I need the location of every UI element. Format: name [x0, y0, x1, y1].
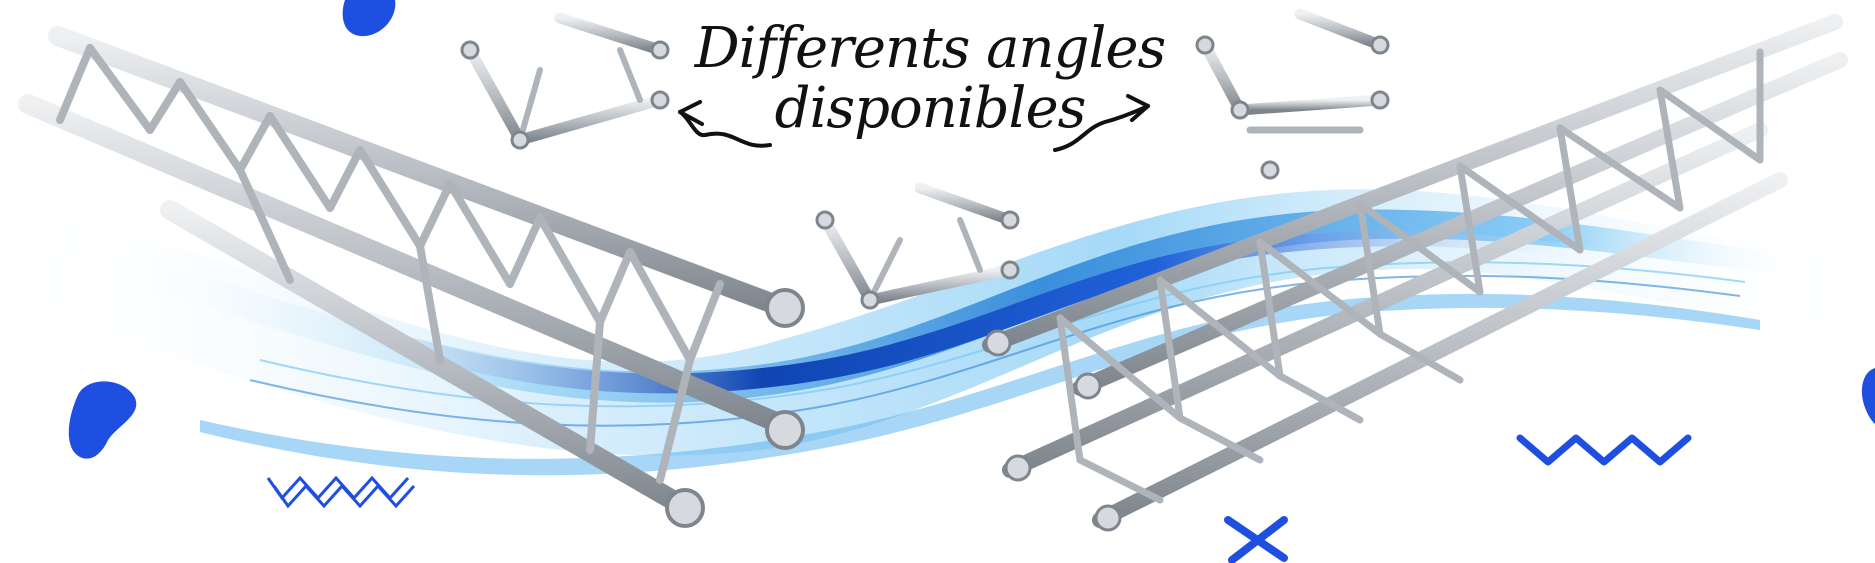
arrow-left-icon — [678, 100, 772, 148]
headline: Differents angles disponibles — [690, 18, 1170, 140]
truss-corner-2way — [460, 12, 670, 150]
arrow-right-icon — [1053, 94, 1150, 152]
truss-corner-3way — [815, 182, 1020, 335]
truss-segment-left — [18, 26, 805, 528]
blob-shape — [1861, 368, 1875, 424]
zigzag-shape — [1516, 434, 1692, 466]
cross-shape — [1224, 516, 1288, 563]
truss-corner-4way — [1195, 8, 1390, 180]
headline-line-1: Differents angles — [694, 16, 1167, 81]
headline-line-2: disponibles — [774, 76, 1087, 141]
blob-shape — [342, 0, 396, 37]
blob-shape — [68, 381, 137, 459]
zigzag-shape — [272, 483, 416, 509]
truss-segment-right — [982, 14, 1848, 532]
